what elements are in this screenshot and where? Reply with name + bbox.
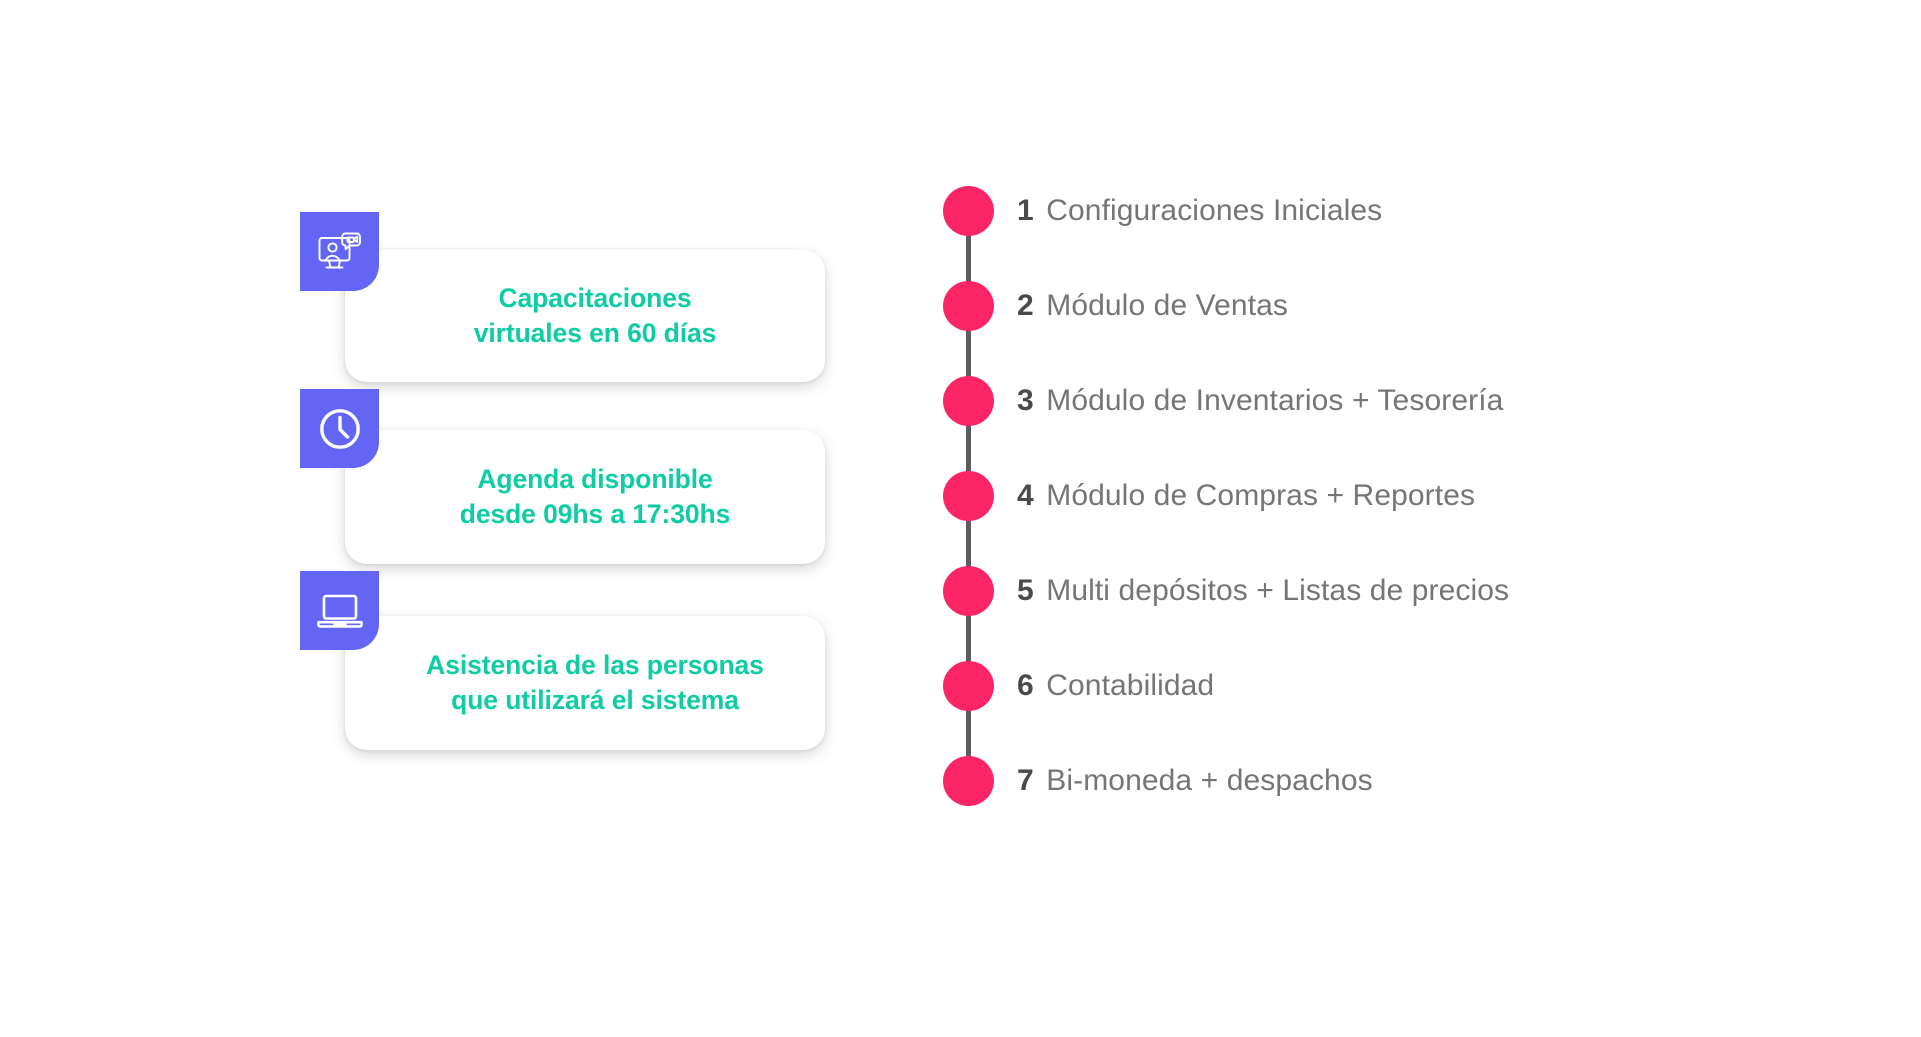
- timeline-item[interactable]: 7 Bi-moneda + despachos: [943, 756, 1723, 851]
- timeline-item[interactable]: 6 Contabilidad: [943, 661, 1723, 756]
- timeline-item-number: 5: [1017, 574, 1043, 607]
- timeline-item-label: 4 Módulo de Compras + Reportes: [1017, 478, 1475, 514]
- timeline-dot-icon: [943, 281, 994, 331]
- timeline-item-number: 7: [1017, 764, 1043, 797]
- feature-cards-column: Capacitaciones virtuales en 60 días Agen…: [300, 205, 830, 750]
- timeline-item-text: Configuraciones Iniciales: [1046, 194, 1383, 227]
- feature-card-asistencia[interactable]: Asistencia de las personas que utilizará…: [345, 616, 825, 750]
- module-timeline: 1 Configuraciones Iniciales 2 Módulo de …: [943, 186, 1723, 851]
- timeline-item-label: 5 Multi depósitos + Listas de precios: [1017, 573, 1509, 609]
- feature-card-capacitaciones[interactable]: Capacitaciones virtuales en 60 días: [345, 250, 825, 382]
- timeline-item-label: 1 Configuraciones Iniciales: [1017, 193, 1382, 229]
- timeline-item-text: Módulo de Inventarios + Tesorería: [1046, 384, 1504, 417]
- feature-card-text: Agenda disponible desde 09hs a 17:30hs: [459, 463, 731, 530]
- timeline-item-text: Bi-moneda + despachos: [1046, 764, 1373, 797]
- video-call-monitor-icon: [300, 212, 379, 291]
- timeline-dot-icon: [943, 566, 994, 616]
- timeline-item-number: 4: [1017, 479, 1043, 512]
- timeline-item[interactable]: 4 Módulo de Compras + Reportes: [943, 471, 1723, 566]
- timeline-dot-icon: [943, 756, 994, 806]
- timeline-dot-icon: [943, 661, 994, 711]
- timeline-item[interactable]: 3 Módulo de Inventarios + Tesorería: [943, 376, 1723, 471]
- timeline-item[interactable]: 1 Configuraciones Iniciales: [943, 186, 1723, 281]
- timeline-dot-icon: [943, 471, 994, 521]
- timeline-item-number: 2: [1017, 289, 1043, 322]
- timeline-item[interactable]: 5 Multi depósitos + Listas de precios: [943, 566, 1723, 661]
- timeline-item-label: 6 Contabilidad: [1017, 668, 1214, 704]
- feature-card-agenda[interactable]: Agenda disponible desde 09hs a 17:30hs: [345, 430, 825, 564]
- timeline-item-number: 6: [1017, 669, 1043, 702]
- timeline-item-text: Contabilidad: [1046, 669, 1215, 702]
- feature-card-text: Capacitaciones virtuales en 60 días: [473, 282, 717, 349]
- feature-card-text: Asistencia de las personas que utilizará…: [426, 649, 764, 716]
- timeline-item-label: 7 Bi-moneda + despachos: [1017, 763, 1373, 799]
- timeline-item-text: Módulo de Compras + Reportes: [1046, 479, 1476, 512]
- timeline-item-label: 2 Módulo de Ventas: [1017, 288, 1288, 324]
- timeline-item-label: 3 Módulo de Inventarios + Tesorería: [1017, 383, 1503, 419]
- timeline-item-text: Módulo de Ventas: [1046, 289, 1289, 322]
- timeline-item[interactable]: 2 Módulo de Ventas: [943, 281, 1723, 376]
- laptop-icon: [300, 571, 379, 650]
- clock-icon: [300, 389, 379, 468]
- timeline-item-number: 1: [1017, 194, 1043, 227]
- timeline-dot-icon: [943, 376, 994, 426]
- timeline-item-number: 3: [1017, 384, 1043, 417]
- timeline-dot-icon: [943, 186, 994, 236]
- timeline-item-text: Multi depósitos + Listas de precios: [1046, 574, 1510, 607]
